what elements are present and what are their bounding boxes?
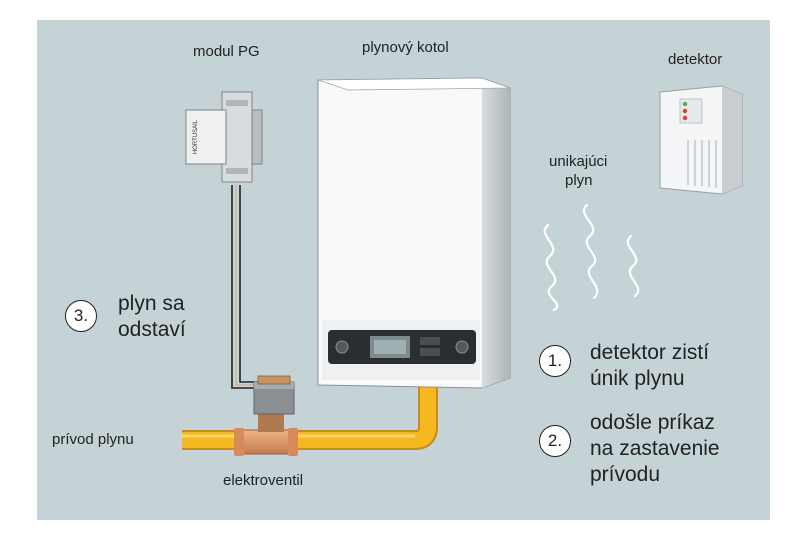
step-1-line-2: únik plynu bbox=[590, 367, 685, 390]
gas-detector bbox=[659, 85, 743, 195]
label-privod-plynu: prívod plynu bbox=[52, 431, 134, 448]
label-detektor: detektor bbox=[668, 51, 723, 68]
gas-leak-waves bbox=[543, 203, 640, 312]
step-3-line-2: odstaví bbox=[118, 318, 186, 341]
step-2-badge: 2. bbox=[539, 425, 571, 457]
module-side-text: HORTUSAIL bbox=[193, 119, 199, 154]
boiler-control-panel bbox=[328, 330, 476, 364]
gas-boiler bbox=[317, 77, 511, 389]
step-2-line-3: prívodu bbox=[590, 463, 661, 486]
step-1-text: detektor zistí únik plynu bbox=[590, 340, 709, 392]
step-3-line-1: plyn sa bbox=[118, 292, 185, 315]
label-plynovy-kotol: plynový kotol bbox=[362, 39, 449, 56]
label-unikajuci: unikajúci bbox=[549, 153, 608, 170]
step-2-line-2: na zastavenie bbox=[590, 437, 720, 460]
step-3-badge: 3. bbox=[65, 300, 97, 332]
electrovalve bbox=[234, 375, 298, 456]
label-elektroventil: elektroventil bbox=[223, 472, 304, 489]
step-3-text: plyn sa odstaví bbox=[118, 291, 186, 343]
label-plyn: plyn bbox=[565, 172, 593, 189]
gas-pipe bbox=[182, 380, 438, 450]
label-modul-pg: modul PG bbox=[193, 43, 260, 60]
pg-module: HORTUSAIL bbox=[185, 91, 263, 183]
step-2-text: odošle príkaz na zastavenie prívodu bbox=[590, 410, 720, 488]
step-2-line-1: odošle príkaz bbox=[590, 411, 715, 434]
step-1-line-1: detektor zistí bbox=[590, 341, 710, 364]
step-1-badge: 1. bbox=[539, 345, 571, 377]
control-wires bbox=[231, 185, 258, 389]
